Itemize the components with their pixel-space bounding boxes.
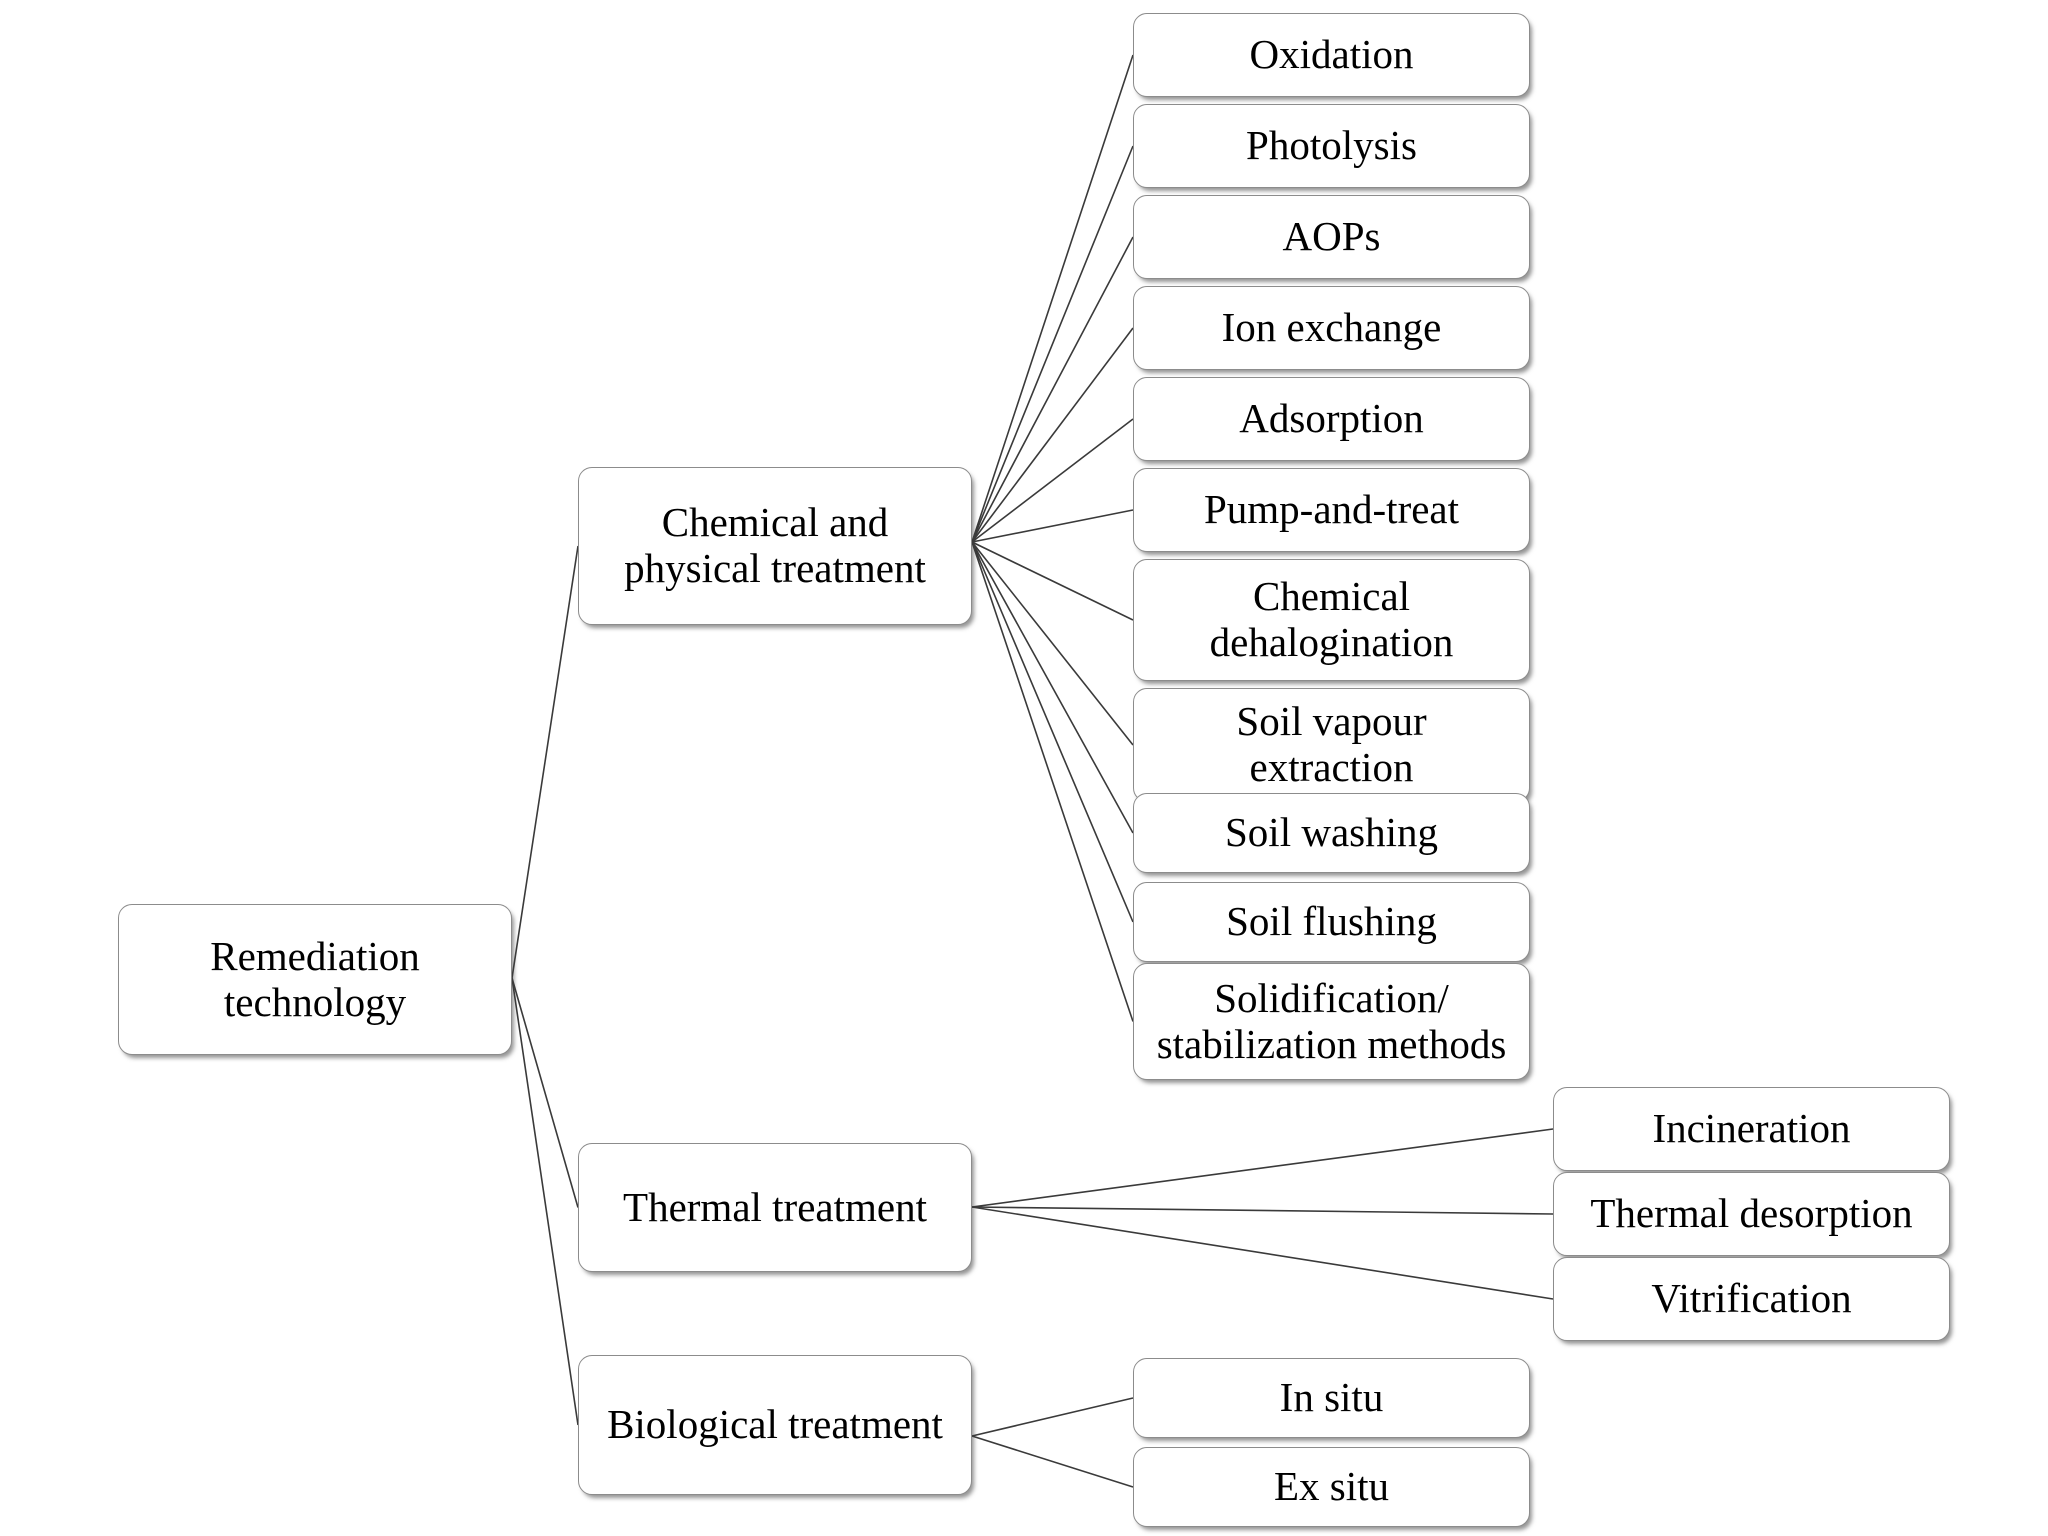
leaf-node-solidification-stabilization-methods[interactable]: Solidification/ stabilization methods <box>1133 963 1530 1080</box>
leaf-node-in-situ[interactable]: In situ <box>1133 1358 1530 1438</box>
edge-chemical-and-physical-treatment-to-oxidation <box>972 55 1133 542</box>
edge-root-to-thermal-treatment <box>512 978 578 1208</box>
edge-chemical-and-physical-treatment-to-chemical-dehalogination <box>972 542 1133 620</box>
edge-chemical-and-physical-treatment-to-aops <box>972 237 1133 542</box>
node-label: Photolysis <box>1246 122 1417 169</box>
node-label: Biological treatment <box>607 1401 943 1448</box>
edge-chemical-and-physical-treatment-to-ion-exchange <box>972 328 1133 542</box>
leaf-node-soil-vapour-extraction[interactable]: Soil vapour extraction <box>1133 688 1530 802</box>
edge-chemical-and-physical-treatment-to-solidification-stabilization-methods <box>972 542 1133 1022</box>
leaf-node-soil-washing[interactable]: Soil washing <box>1133 793 1530 873</box>
node-label: Remediation technology <box>210 932 420 1025</box>
node-label: Soil vapour extraction <box>1236 698 1427 790</box>
node-label: Adsorption <box>1239 395 1424 442</box>
edge-thermal-treatment-to-incineration <box>972 1129 1553 1207</box>
node-label: Chemical dehalogination <box>1209 573 1454 665</box>
leaf-node-photolysis[interactable]: Photolysis <box>1133 104 1530 188</box>
node-label: In situ <box>1279 1374 1384 1421</box>
node-label: AOPs <box>1282 213 1381 260</box>
node-label: Ion exchange <box>1221 304 1442 351</box>
edge-thermal-treatment-to-thermal-desorption <box>972 1207 1553 1214</box>
branch-node-thermal-treatment[interactable]: Thermal treatment <box>578 1143 972 1272</box>
leaf-node-adsorption[interactable]: Adsorption <box>1133 377 1530 461</box>
edge-chemical-and-physical-treatment-to-soil-flushing <box>972 542 1133 922</box>
leaf-node-ex-situ[interactable]: Ex situ <box>1133 1447 1530 1527</box>
node-label: Oxidation <box>1249 31 1414 78</box>
leaf-node-pump-and-treat[interactable]: Pump-and-treat <box>1133 468 1530 552</box>
edge-chemical-and-physical-treatment-to-soil-washing <box>972 542 1133 833</box>
edge-root-to-biological-treatment <box>512 978 578 1425</box>
node-label: Chemical and physical treatment <box>624 499 926 591</box>
node-label: Vitrification <box>1651 1275 1852 1322</box>
node-label: Incineration <box>1652 1105 1851 1152</box>
branch-node-chemical-and-physical-treatment[interactable]: Chemical and physical treatment <box>578 467 972 625</box>
node-label: Ex situ <box>1273 1463 1390 1510</box>
leaf-node-oxidation[interactable]: Oxidation <box>1133 13 1530 97</box>
leaf-node-incineration[interactable]: Incineration <box>1553 1087 1950 1171</box>
branch-node-biological-treatment[interactable]: Biological treatment <box>578 1355 972 1495</box>
edge-chemical-and-physical-treatment-to-photolysis <box>972 146 1133 542</box>
leaf-node-ion-exchange[interactable]: Ion exchange <box>1133 286 1530 370</box>
leaf-node-aops[interactable]: AOPs <box>1133 195 1530 279</box>
edge-root-to-chemical-and-physical-treatment <box>512 546 578 978</box>
edge-thermal-treatment-to-vitrification <box>972 1207 1553 1299</box>
node-label: Soil flushing <box>1226 898 1437 945</box>
node-label: Thermal desorption <box>1590 1190 1913 1237</box>
leaf-node-chemical-dehalogination[interactable]: Chemical dehalogination <box>1133 559 1530 681</box>
node-label: Thermal treatment <box>623 1183 927 1230</box>
edge-biological-treatment-to-in-situ <box>972 1398 1133 1436</box>
edge-chemical-and-physical-treatment-to-adsorption <box>972 419 1133 542</box>
edge-chemical-and-physical-treatment-to-soil-vapour-extraction <box>972 542 1133 745</box>
root-node-remediation-technology[interactable]: Remediation technology <box>118 904 512 1055</box>
edge-biological-treatment-to-ex-situ <box>972 1436 1133 1487</box>
node-label: Solidification/ stabilization methods <box>1156 974 1507 1067</box>
leaf-node-thermal-desorption[interactable]: Thermal desorption <box>1553 1172 1950 1256</box>
edge-chemical-and-physical-treatment-to-pump-and-treat <box>972 510 1133 542</box>
node-label: Pump-and-treat <box>1203 486 1460 533</box>
leaf-node-vitrification[interactable]: Vitrification <box>1553 1257 1950 1341</box>
node-label: Soil washing <box>1225 809 1438 856</box>
leaf-node-soil-flushing[interactable]: Soil flushing <box>1133 882 1530 962</box>
